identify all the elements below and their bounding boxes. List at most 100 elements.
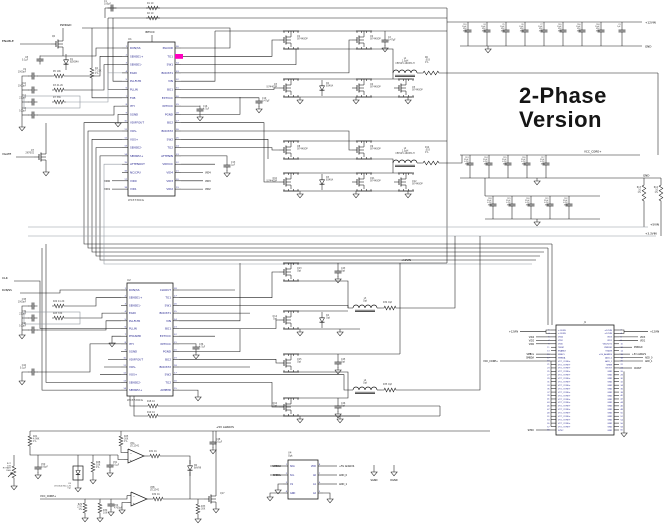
svg-text:6: 6 [621, 337, 623, 339]
svg-text:Si7440DP: Si7440DP [297, 147, 308, 150]
svg-text:VID4: VID4 [205, 172, 211, 175]
svg-text:BG2: BG2 [165, 357, 171, 361]
net-label-SGND-25: SGND [371, 479, 378, 482]
svg-text:VID1: VID1 [640, 339, 646, 342]
net-label-+12VIN-3: +12VIN [645, 21, 656, 25]
svg-text:22: 22 [621, 364, 623, 366]
svg-text:8: 8 [125, 342, 127, 344]
net-label-ENABLE-1: ENABLE [2, 39, 14, 43]
wire-86 [66, 297, 121, 307]
svg-text:1%: 1% [425, 61, 428, 64]
svg-text:30K: 30K [201, 507, 206, 510]
svg-text:Q15: Q15 [297, 358, 302, 361]
svg-text:GND: GND [607, 399, 612, 401]
svg-text:U2: U2 [127, 278, 131, 282]
svg-text:Opt: Opt [363, 299, 367, 302]
svg-text:INTVCC: INTVCC [163, 104, 173, 108]
svg-text:VOS-: VOS- [129, 365, 136, 369]
svg-text:100pF: 100pF [104, 2, 112, 5]
ground-19 [18, 378, 26, 386]
svg-text:PWRGD: PWRGD [634, 346, 643, 349]
svg-text:VCC_CORE+: VCC_CORE+ [558, 381, 571, 384]
svg-text:22µF: 22µF [487, 200, 492, 202]
svg-text:VOS-: VOS- [130, 129, 137, 133]
wire-35 [181, 39, 352, 74]
svg-text:1000pF: 1000pF [18, 84, 27, 87]
ground-26 [296, 416, 304, 424]
wire-42 [181, 130, 352, 151]
net-label-CLK-16: CLK [2, 276, 9, 280]
svg-text:C12: C12 [22, 107, 27, 110]
svg-text:6.3V: 6.3V [487, 202, 492, 204]
svg-text:4: 4 [125, 311, 127, 313]
svg-text:+5VIN: +5VIN [650, 223, 659, 227]
svg-text:Q2: Q2 [370, 35, 374, 38]
svg-text:1%: 1% [33, 440, 36, 443]
net-label-SYNC-34: SYNC [528, 429, 535, 432]
svg-text:43: 43 [547, 402, 549, 404]
svg-text:VOS+: VOS+ [129, 373, 138, 377]
svg-text:GND: GND [607, 382, 612, 384]
svg-text:GND: GND [607, 430, 612, 432]
svg-text:10K: 10K [96, 463, 101, 466]
svg-text:X5R: X5R [503, 163, 507, 165]
svg-text:220pF: 220pF [19, 312, 27, 315]
wire-11 [40, 47, 122, 57]
ground-42 [326, 496, 334, 504]
svg-text:+3.3VIN: +3.3VIN [645, 232, 657, 236]
ground-43 [370, 469, 378, 477]
wire-7 [91, 80, 122, 99]
svg-text:42: 42 [621, 399, 623, 401]
ground-4 [404, 97, 412, 105]
option-box-1 [23, 311, 81, 325]
svg-text:U3: U3 [68, 483, 72, 485]
wire-45 [181, 155, 228, 162]
ground-27 [336, 416, 344, 424]
svg-text:PLLIN: PLLIN [129, 327, 137, 331]
svg-text:R23 33K: R23 33K [53, 312, 63, 315]
wire-166 [323, 492, 331, 496]
svg-text:6.3V: 6.3V [544, 202, 549, 204]
svg-text:1: 1 [125, 288, 127, 290]
svg-text:Opt: Opt [326, 316, 330, 319]
svg-text:PGND: PGND [163, 350, 171, 354]
svg-text:SENSE2+: SENSE2+ [130, 154, 144, 158]
wire-56 [284, 158, 394, 163]
svg-text:56: 56 [621, 423, 624, 425]
ground-11 [533, 219, 541, 227]
wire-108 [179, 329, 241, 352]
net-label-+5VALWAYS-22: +5V ALWAYS [339, 465, 355, 468]
svg-text:4: 4 [286, 491, 288, 493]
svg-text:VID3: VID3 [205, 180, 211, 183]
svg-text:35V: 35V [463, 28, 467, 30]
svg-text:TG1: TG1 [166, 54, 173, 58]
svg-text:10: 10 [655, 188, 658, 191]
svg-text:45: 45 [547, 406, 549, 408]
net-label-VCCCORE+-33: VCC_CORE+ [483, 360, 498, 363]
svg-text:8: 8 [126, 104, 128, 106]
wire-13 [66, 56, 122, 77]
svg-text:2.7K: 2.7K [77, 505, 82, 508]
wire-40 [181, 97, 241, 115]
svg-text:SGND: SGND [130, 112, 138, 116]
svg-text:CKOUT: CKOUT [605, 368, 613, 370]
ground-17 [108, 340, 116, 348]
svg-text:Opt: Opt [288, 453, 293, 457]
net-label-VID3-14: VID3 [205, 180, 211, 183]
wire-150 [162, 455, 191, 464]
svg-text:GND: GND [607, 416, 612, 418]
net-label-+5VALWAYS-18: +5V ALWAYS [216, 425, 234, 429]
svg-text:28: 28 [176, 112, 179, 114]
svg-text:LTC3729CG: LTC3729CG [127, 398, 143, 402]
svg-text:R30: R30 [103, 509, 108, 512]
wire-81 [398, 236, 456, 309]
svg-text:Opt: Opt [273, 317, 277, 320]
